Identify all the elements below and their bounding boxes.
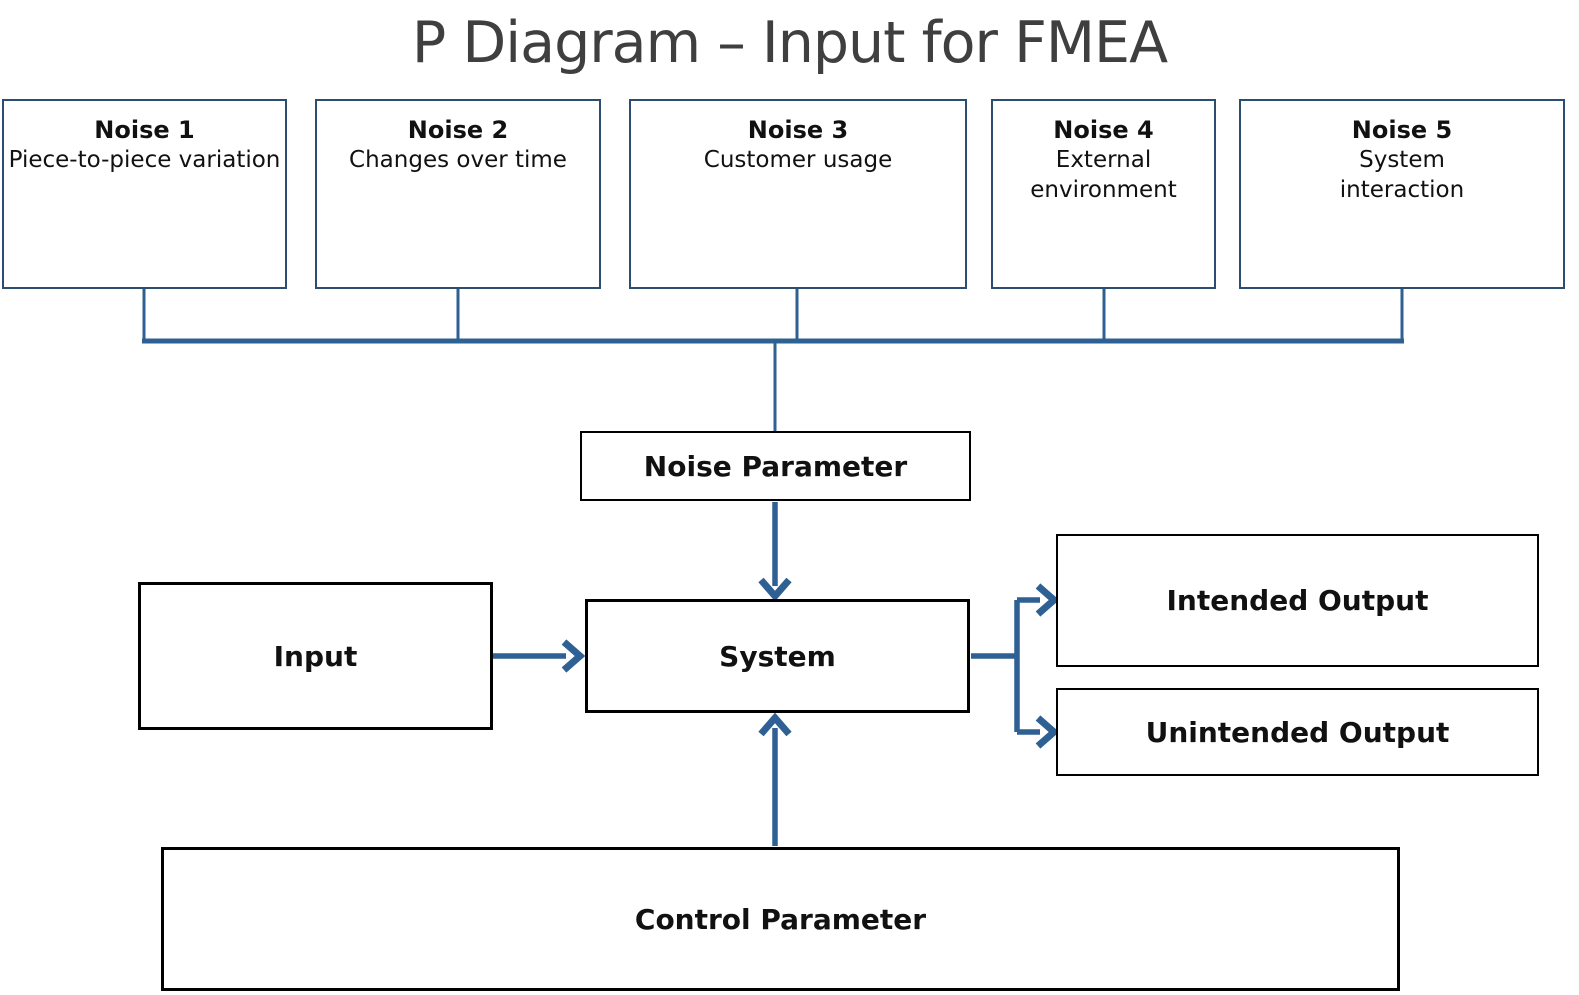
control-parameter-label: Control Parameter: [634, 902, 927, 936]
noise-box-5: Noise 5 System interaction: [1239, 99, 1565, 289]
unintended-output-box: Unintended Output: [1056, 688, 1539, 776]
noise-box-4-description: External environment: [1030, 147, 1177, 204]
noise-box-3-description: Customer usage: [703, 147, 893, 174]
unintended-output-label: Unintended Output: [1145, 715, 1450, 749]
page-title: P Diagram – Input for FMEA: [411, 10, 1168, 76]
noise-box-5-heading: Noise 5: [1351, 116, 1453, 144]
noise-box-2-heading: Noise 2: [407, 116, 509, 144]
noise-parameter-label: Noise Parameter: [643, 449, 908, 483]
arrowhead-unintended-output-icon: [1035, 715, 1060, 749]
arrowhead-right-icon: [561, 639, 586, 673]
system-label: System: [719, 639, 836, 673]
arrowhead-intended-output-icon: [1035, 583, 1060, 617]
noise-drop-lines: [142, 289, 1404, 341]
system-output-branch-lines: [971, 597, 1040, 735]
noise-box-1-heading: Noise 1: [94, 116, 195, 144]
noise-box-1-description: Piece-to-piece variation: [8, 147, 281, 174]
noise-box-3: Noise 3 Customer usage: [629, 99, 967, 289]
input-box: Input: [138, 582, 493, 730]
arrowhead-up-icon: [758, 712, 792, 737]
system-box: System: [585, 599, 970, 713]
arrowhead-down-icon: [758, 577, 792, 602]
noise-box-1: Noise 1 Piece-to-piece variation: [2, 99, 287, 289]
intended-output-label: Intended Output: [1166, 584, 1429, 617]
noise-box-5-description: System interaction: [1339, 147, 1465, 204]
intended-output-box: Intended Output: [1056, 534, 1539, 667]
noise-box-4-heading: Noise 4: [1053, 116, 1154, 144]
control-parameter-box: Control Parameter: [161, 847, 1400, 991]
noise-parameter-box: Noise Parameter: [580, 431, 971, 501]
noise-box-2-description: Changes over time: [349, 147, 567, 174]
noise-box-3-heading: Noise 3: [747, 116, 849, 144]
noise-box-4: Noise 4 External environment: [991, 99, 1216, 289]
noise-box-2: Noise 2 Changes over time: [315, 99, 601, 289]
input-label: Input: [273, 639, 358, 673]
